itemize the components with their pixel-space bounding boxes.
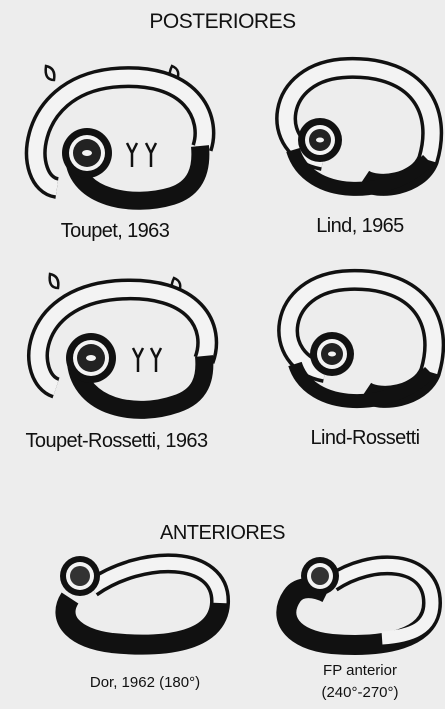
toupet-1963-diagram xyxy=(22,58,222,218)
caption-lind-1965: Lind, 1965 xyxy=(290,215,430,238)
caption-dor-1962: Dor, 1962 (180°) xyxy=(60,672,230,694)
caption-toupet-1963: Toupet, 1963 xyxy=(20,220,210,243)
caption-lind-rossetti: Lind-Rossetti xyxy=(290,427,440,450)
esophagus xyxy=(298,118,342,162)
caption-toupet-rossetti-1963: Toupet-Rossetti, 1963 xyxy=(4,430,229,453)
section-title-anteriores: ANTERIORES xyxy=(0,522,445,545)
fp-anterior-diagram xyxy=(272,548,442,653)
caption-fp-anterior-line1: FP anterior xyxy=(290,660,430,682)
toupet-rossetti-1963-diagram xyxy=(26,268,226,423)
vagus-nerve-icon xyxy=(127,143,156,167)
esophagus xyxy=(301,557,339,595)
esophagus xyxy=(60,556,100,596)
esophagus xyxy=(310,332,354,376)
caption-fp-anterior-line2: (240°-270°) xyxy=(290,682,430,704)
esophagus xyxy=(66,333,116,383)
caption-fp-anterior: FP anterior (240°-270°) xyxy=(290,660,430,704)
lind-1965-diagram xyxy=(268,60,438,210)
lind-rossetti-diagram xyxy=(270,272,440,422)
section-title-posteriores: POSTERIORES xyxy=(0,10,445,34)
vagus-nerve-icon xyxy=(133,348,161,372)
dor-1962-diagram xyxy=(52,548,232,653)
esophagus xyxy=(62,128,112,178)
